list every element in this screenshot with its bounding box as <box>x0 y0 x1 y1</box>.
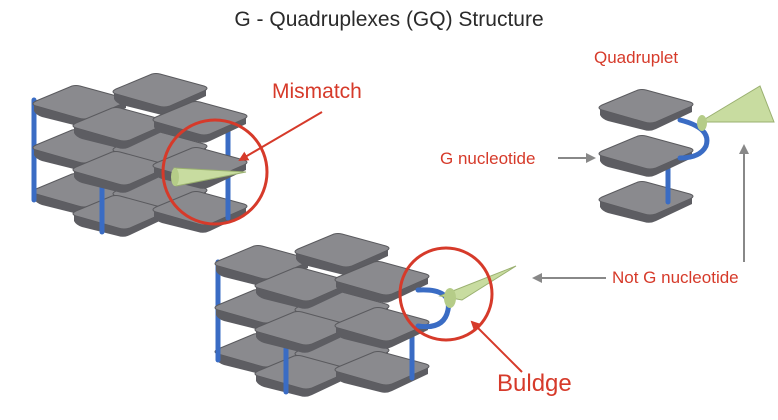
gq-stack-mismatch <box>31 73 248 238</box>
mismatch-arrow <box>238 111 323 162</box>
quadruplet-model <box>598 85 775 224</box>
buldge-highlight-circle <box>398 246 494 342</box>
gq-stack-buldge <box>214 233 517 398</box>
diagram-title: G - Quadruplexes (GQ) Structure <box>234 8 544 31</box>
mismatch-label: Mismatch <box>272 80 362 103</box>
not-g-nucleotide-label: Not G nucleotide <box>612 268 739 287</box>
buldge-arrow <box>470 320 523 373</box>
quadruplet-label: Quadruplet <box>594 48 679 67</box>
g-nucleotide-label: G nucleotide <box>440 149 536 168</box>
buldge-label: Buldge <box>497 370 572 397</box>
mismatch-highlight-circle <box>161 118 269 226</box>
